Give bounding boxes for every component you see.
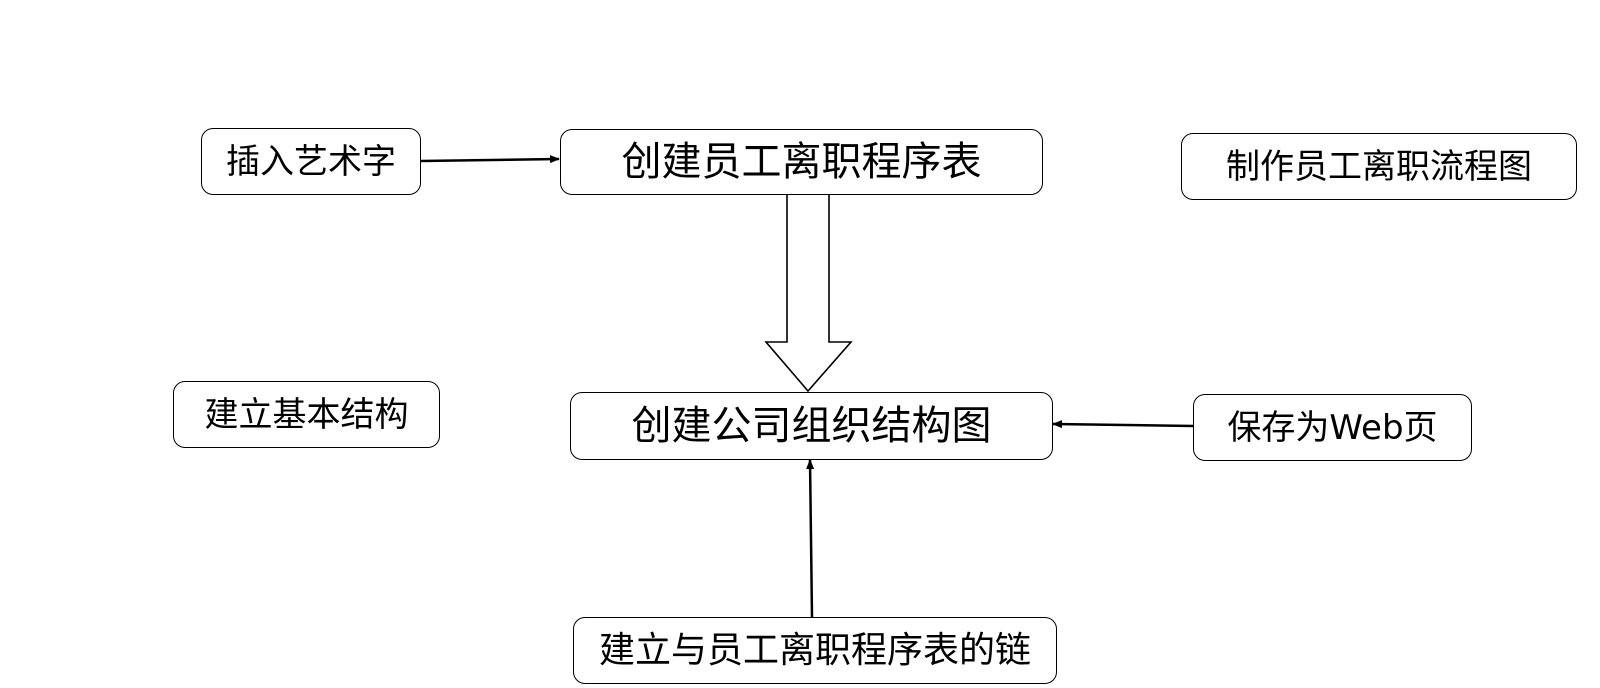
node-save-as-web-page: 保存为Web页 <box>1193 394 1472 461</box>
block-arrow-table-to-orgchart <box>764 193 853 393</box>
node-create-org-chart: 创建公司组织结构图 <box>570 392 1053 460</box>
node-label: 制作员工离职流程图 <box>1226 146 1532 187</box>
node-create-resignation-table: 创建员工离职程序表 <box>560 129 1043 195</box>
arrow-wordart-to-table <box>420 155 560 164</box>
node-make-resignation-flowchart: 制作员工离职流程图 <box>1181 133 1577 200</box>
node-label: 建立与员工离职程序表的链 <box>598 629 1031 671</box>
node-label: 保存为Web页 <box>1227 407 1438 448</box>
node-insert-wordart: 插入艺术字 <box>201 128 421 195</box>
node-build-basic-structure: 建立基本结构 <box>173 381 440 448</box>
node-label: 创建员工离职程序表 <box>621 139 982 185</box>
arrow-save-web-to-orgchart <box>1052 420 1194 429</box>
node-label: 插入艺术字 <box>226 141 396 182</box>
node-label: 创建公司组织结构图 <box>631 403 992 449</box>
arrow-link-to-orgchart <box>806 459 815 618</box>
node-build-link-to-table: 建立与员工离职程序表的链 <box>573 617 1057 684</box>
node-label: 建立基本结构 <box>204 394 409 435</box>
